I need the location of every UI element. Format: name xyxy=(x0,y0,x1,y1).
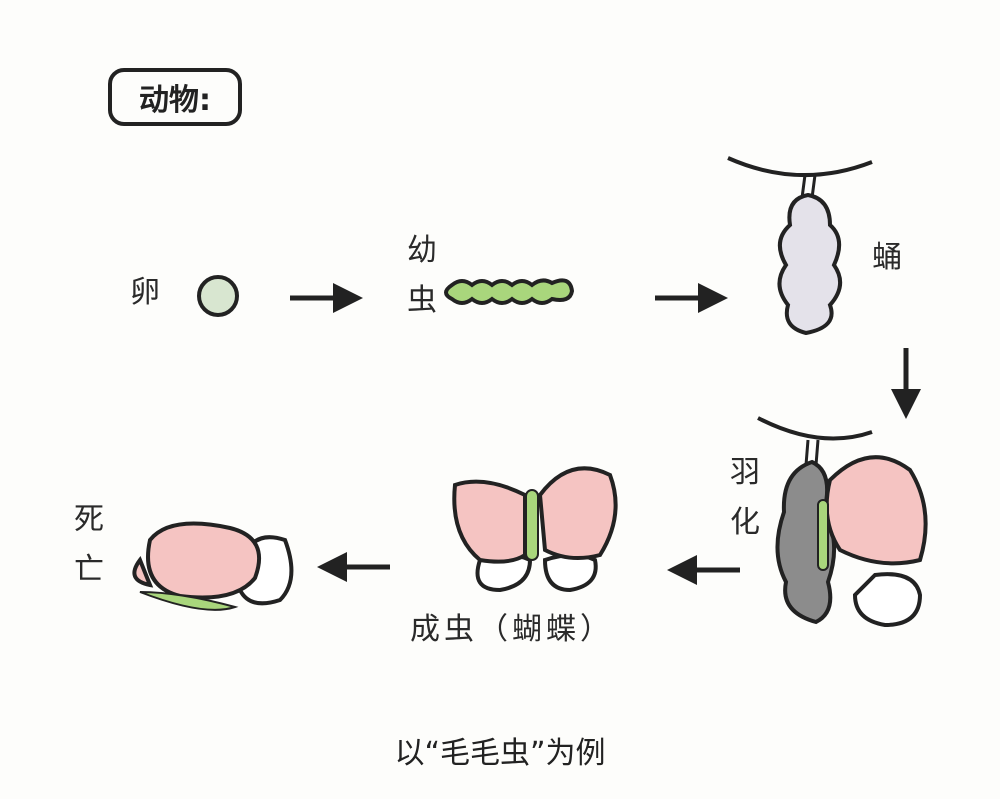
arrows xyxy=(290,283,921,585)
branch-line xyxy=(727,156,873,178)
label-larva: 幼 虫 xyxy=(405,236,439,336)
dead-butterfly-drawing xyxy=(132,521,294,611)
caption: 以“毛毛虫”为例 xyxy=(394,736,606,771)
label-pupa: 蛹 xyxy=(872,240,902,275)
label-eclosion-char-1: 羽 xyxy=(730,455,760,490)
label-death-char-2: 亡 xyxy=(74,552,104,587)
label-adult: 成虫（蝴蝶） xyxy=(410,612,614,647)
label-eclosion-char-2: 化 xyxy=(730,505,760,540)
butterfly-drawing xyxy=(452,466,618,593)
category-title-box: 动物: xyxy=(108,68,242,126)
label-eclosion: 羽 化 xyxy=(728,458,762,558)
label-death-char-1: 死 xyxy=(74,502,104,537)
category-title: 动物: xyxy=(139,83,211,118)
label-larva-char-2: 虫 xyxy=(407,283,437,318)
label-death: 死 亡 xyxy=(72,505,106,605)
emerging-butterfly-wing xyxy=(824,455,928,566)
caterpillar-drawing xyxy=(444,278,575,305)
pupa-drawing xyxy=(777,192,842,336)
label-egg: 卵 xyxy=(130,275,160,310)
egg-drawing xyxy=(197,275,239,317)
label-larva-char-1: 幼 xyxy=(407,233,437,268)
